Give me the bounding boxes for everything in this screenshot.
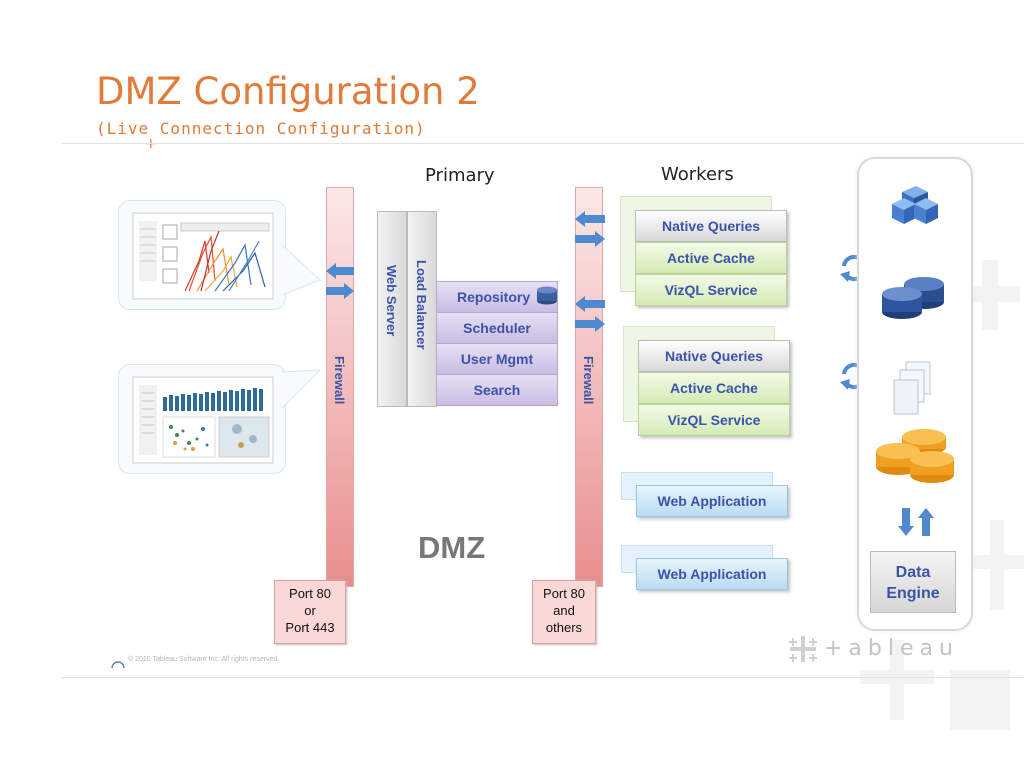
client-viz-card-2: [118, 364, 286, 474]
repository-label: Repository: [457, 289, 531, 305]
user-mgmt-box: User Mgmt: [436, 343, 558, 375]
port-left-line-2: or: [304, 603, 316, 618]
worker-1-active-cache: Active Cache: [635, 242, 787, 274]
worker-2-vizql-service: VizQL Service: [638, 404, 790, 436]
data-engine-cylinders-icon: [876, 429, 954, 483]
web-server-label: Web Server: [384, 265, 399, 337]
viz-thumbnail-1: [132, 212, 274, 300]
worker-4-web-application: Web Application: [636, 558, 788, 590]
workers-label: Workers: [661, 164, 734, 185]
worker-2-active-cache: Active Cache: [638, 372, 790, 404]
port-left-line-3: Port 443: [285, 620, 335, 635]
search-box: Search: [436, 374, 558, 406]
card-pointer-2: [282, 369, 322, 409]
firewall-left: [326, 187, 354, 587]
data-engine-label-line-1: Data: [895, 564, 931, 581]
worker-2-native-queries: Native Queries: [638, 340, 790, 372]
worker-1-vizql-service: VizQL Service: [635, 274, 787, 306]
tableau-logo-mark: [789, 636, 817, 662]
data-engine-label-line-2: Engine: [886, 585, 940, 602]
port-left-box: Port 80 or Port 443: [274, 580, 346, 644]
footer-divider: [62, 677, 1024, 678]
worker-1-native-queries: Native Queries: [635, 210, 787, 242]
up-down-arrows-icon: [898, 508, 934, 536]
port-right-box: Port 80 and others: [532, 580, 596, 644]
viz-thumbnail-2: [132, 376, 274, 464]
worker-1-stack: Native Queries Active Cache VizQL Servic…: [635, 210, 787, 306]
repository-box: Repository: [436, 281, 558, 313]
tableau-logo-text: +ableau: [824, 636, 959, 661]
bidirectional-arrows-right-firewall-1: [575, 211, 605, 247]
firewall-left-label: Firewall: [332, 356, 347, 405]
port-right-line-3: others: [545, 620, 583, 635]
page-title: DMZ Configuration 2: [96, 70, 480, 113]
worker-2-stack: Native Queries Active Cache VizQL Servic…: [638, 340, 790, 436]
database-icon: [537, 286, 557, 305]
bidirectional-arrows-right-firewall-2: [575, 296, 605, 332]
firewall-right-label: Firewall: [581, 356, 596, 405]
dmz-label: DMZ: [418, 530, 486, 565]
documents-icon: [893, 361, 931, 415]
data-engine-box: Data Engine: [870, 551, 956, 613]
web-server-pillar: [377, 211, 407, 407]
load-balancer-pillar: [407, 211, 437, 407]
cursor-cross-icon: +: [145, 136, 157, 152]
copyright-text: © 2010 Tableau Software Inc. All rights …: [128, 656, 280, 663]
header-divider: [62, 143, 1024, 144]
database-stack-icon: [882, 277, 944, 319]
card-pointer-1: [282, 244, 321, 296]
port-right-line-2: and: [553, 603, 575, 618]
scheduler-box: Scheduler: [436, 312, 558, 344]
page-subtitle: (Live Connection Configuration): [96, 119, 426, 138]
primary-label: Primary: [425, 165, 495, 186]
bidirectional-arrows-left-firewall: [326, 263, 354, 299]
firewall-right: [575, 187, 603, 587]
load-balancer-label: Load Balancer: [414, 260, 429, 350]
cubes-icon: [892, 186, 938, 224]
footer-arc-icon: [111, 661, 125, 669]
worker-3-web-application: Web Application: [636, 485, 788, 517]
port-left-line-1: Port 80: [289, 586, 331, 601]
client-viz-card-1: [118, 200, 286, 310]
port-right-line-1: Port 80: [543, 586, 585, 601]
